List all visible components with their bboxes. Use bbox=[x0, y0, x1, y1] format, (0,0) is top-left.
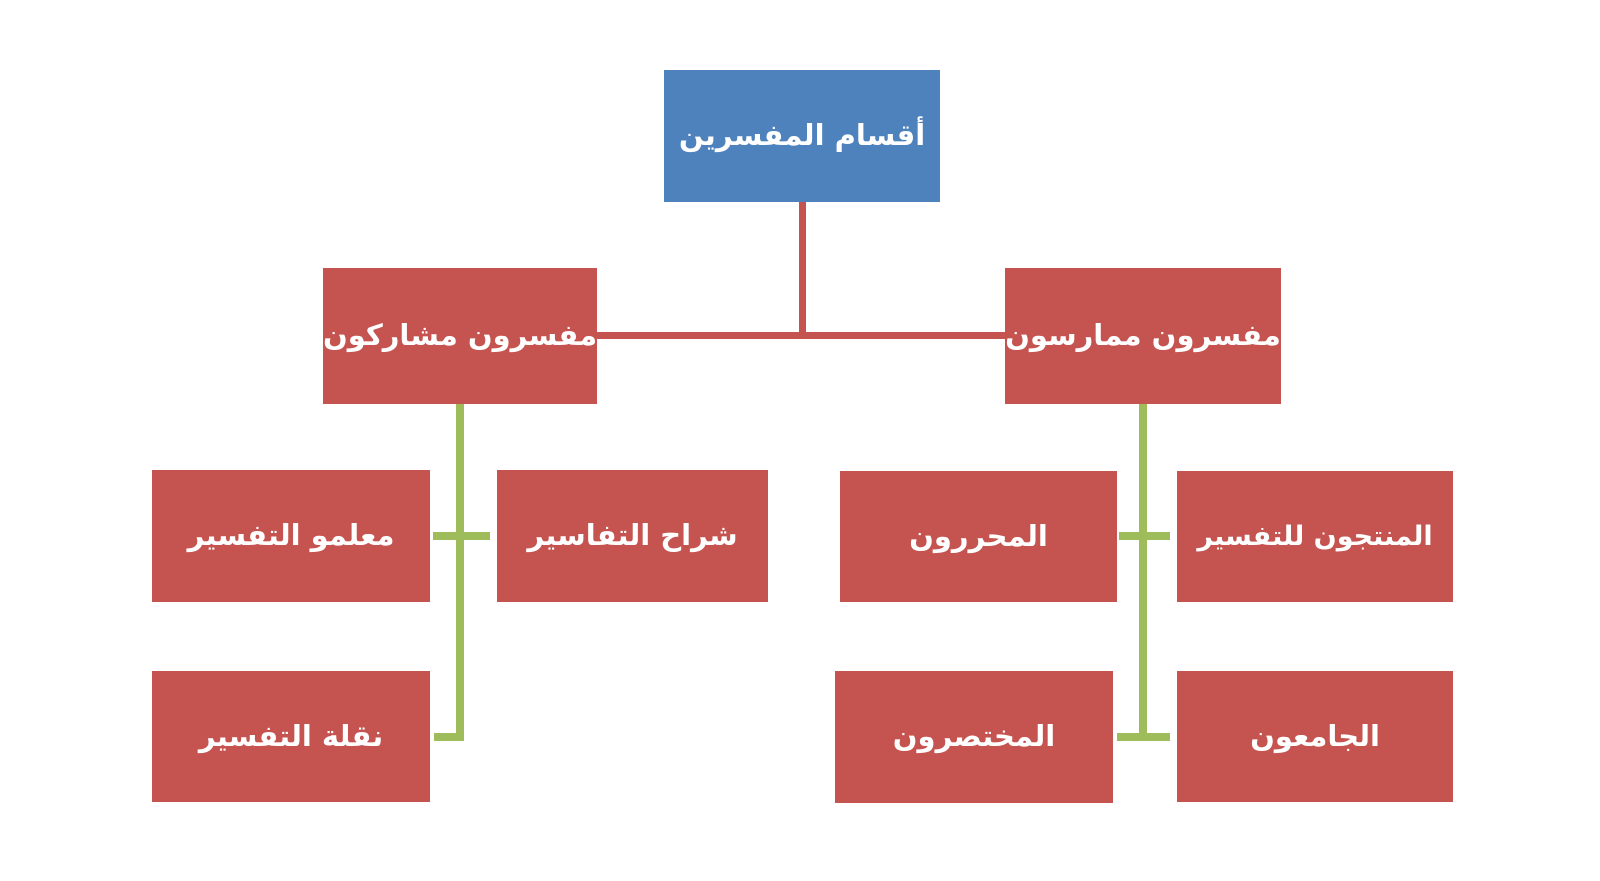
node-child-tafsir-explainers: شراح التفاسير bbox=[497, 470, 768, 602]
node-child-compilers: الجامعون bbox=[1177, 671, 1453, 802]
node-child-tafsir-transmitters: نقلة التفسير bbox=[152, 671, 430, 802]
node-child-abridgers: المختصرون bbox=[835, 671, 1113, 803]
node-child-tafsir-producers: المنتجون للتفسير bbox=[1177, 471, 1453, 602]
connector-right-branch-row2-crossbar bbox=[1117, 733, 1170, 741]
node-child-editors: المحررون bbox=[840, 471, 1117, 602]
connector-right-branch-row1-crossbar bbox=[1119, 532, 1170, 540]
node-root: أقسام المفسرين bbox=[664, 70, 940, 202]
connector-root-vertical bbox=[799, 202, 806, 336]
connector-left-branch-row1-crossbar bbox=[433, 532, 490, 540]
connector-left-branch-row2-elbow bbox=[434, 733, 464, 741]
node-child-tafsir-teachers: معلمو التفسير bbox=[152, 470, 430, 602]
node-branch-participating-interpreters: مفسرون مشاركون bbox=[323, 268, 597, 404]
connector-left-branch-vertical bbox=[456, 403, 464, 741]
connector-right-branch-vertical bbox=[1139, 403, 1147, 741]
node-branch-practicing-interpreters: مفسرون ممارسون bbox=[1005, 268, 1281, 404]
connector-root-horizontal bbox=[597, 332, 1005, 339]
